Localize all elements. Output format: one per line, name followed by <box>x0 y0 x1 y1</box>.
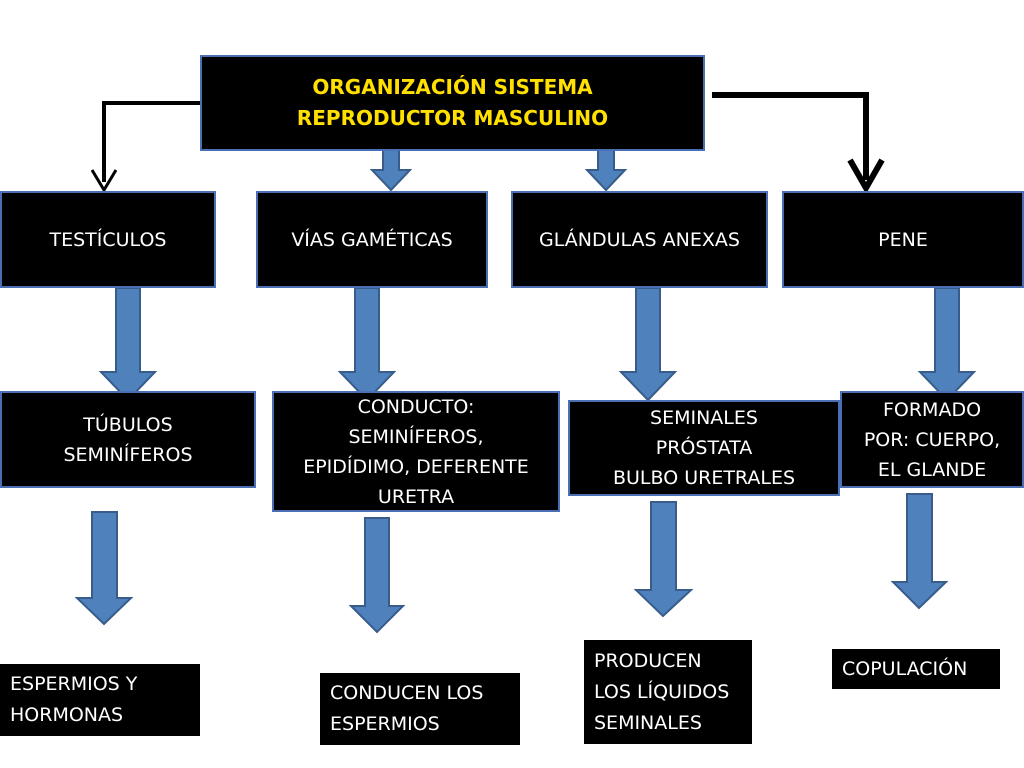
function-copulacion: COPULACIÓN <box>832 649 1000 689</box>
category-vias-gameticas: VÍAS GAMÉTICAS <box>256 191 488 288</box>
function-label: ESPERMIOS Y HORMONAS <box>10 673 138 726</box>
arrow-tubulos-to-espermios <box>74 511 134 626</box>
connector-arrowhead-right <box>847 158 885 195</box>
component-seminales: SEMINALES PRÓSTATA BULBO URETRALES <box>568 400 840 496</box>
component-tubulos: TÚBULOS SEMINÍFEROS <box>0 391 256 488</box>
connector-arrowhead-left <box>90 169 118 193</box>
category-label: GLÁNDULAS ANEXAS <box>539 228 740 251</box>
title-box: ORGANIZACIÓN SISTEMA REPRODUCTOR MASCULI… <box>200 55 705 151</box>
connector-line-right <box>712 92 869 180</box>
category-label: TESTÍCULOS <box>49 228 167 251</box>
diagram-title: ORGANIZACIÓN SISTEMA REPRODUCTOR MASCULI… <box>296 75 609 130</box>
category-glandulas-anexas: GLÁNDULAS ANEXAS <box>511 191 768 288</box>
arrow-vias-to-conducto <box>337 287 397 402</box>
connector-line-left <box>102 101 200 182</box>
function-label: COPULACIÓN <box>842 657 968 680</box>
category-label: VÍAS GAMÉTICAS <box>291 228 453 251</box>
function-label: PRODUCEN LOS LÍQUIDOS SEMINALES <box>594 649 730 734</box>
arrow-title-to-glandulas <box>584 144 628 192</box>
component-conducto: CONDUCTO: SEMINÍFEROS, EPIDÍDIMO, DEFERE… <box>272 391 560 512</box>
component-label: SEMINALES PRÓSTATA BULBO URETRALES <box>612 407 796 489</box>
function-conducen: CONDUCEN LOS ESPERMIOS <box>320 673 520 745</box>
arrow-title-to-vias <box>369 144 413 192</box>
component-label: FORMADO POR: CUERPO, EL GLANDE <box>863 398 1001 481</box>
category-pene: PENE <box>782 191 1024 288</box>
component-formado: FORMADO POR: CUERPO, EL GLANDE <box>840 391 1024 488</box>
function-producen: PRODUCEN LOS LÍQUIDOS SEMINALES <box>584 640 752 744</box>
category-label: PENE <box>878 228 928 251</box>
arrow-glandulas-to-seminales <box>618 287 678 402</box>
component-label: CONDUCTO: SEMINÍFEROS, EPIDÍDIMO, DEFERE… <box>303 396 529 508</box>
arrow-pene-to-formado <box>917 287 977 402</box>
arrow-formado-to-copulacion <box>890 493 949 610</box>
arrow-testiculos-to-tubulos <box>98 287 158 402</box>
category-testiculos: TESTÍCULOS <box>0 191 216 288</box>
function-label: CONDUCEN LOS ESPERMIOS <box>330 682 484 735</box>
component-label: TÚBULOS SEMINÍFEROS <box>63 413 193 466</box>
function-espermios: ESPERMIOS Y HORMONAS <box>0 664 200 736</box>
arrow-seminales-to-producen <box>633 501 694 618</box>
arrow-conducto-to-conducen <box>348 517 406 634</box>
